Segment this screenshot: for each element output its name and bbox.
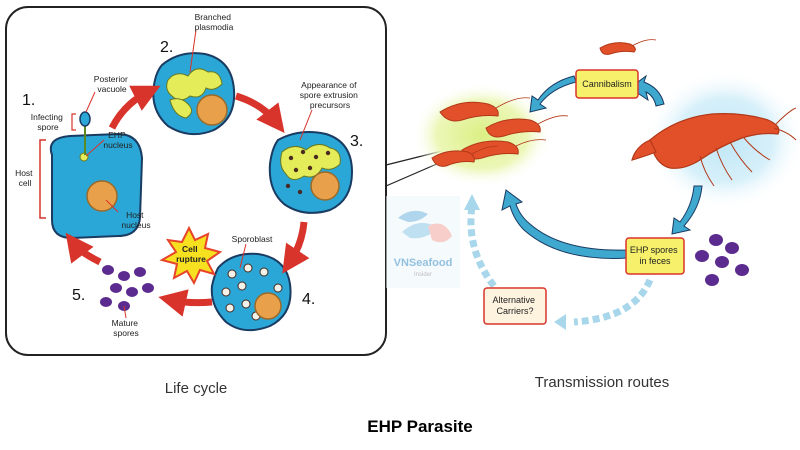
label-host-cell: Host cell: [15, 168, 35, 188]
arrow-2-to-3: [234, 92, 285, 134]
step-3: 3.: [350, 133, 363, 150]
arrow-4-to-5: [158, 289, 213, 317]
dashed-arrows: [467, 205, 654, 326]
arrow-carriers-to-infected: [467, 205, 497, 289]
arrow-5-to-1: [65, 232, 102, 266]
precursor-cell: [268, 131, 354, 214]
arrow-cannibalism-to-infected: [529, 75, 577, 113]
label-cell-rupture: Cell rupture: [176, 244, 206, 264]
adult-shrimp: [631, 107, 797, 187]
spore-bracket: [71, 113, 76, 131]
step-4: 4.: [302, 291, 315, 308]
infected-shrimp-group: [431, 101, 541, 167]
cell-rupture-burst: [159, 225, 223, 286]
cycle-arrows: [65, 85, 310, 317]
label-posterior-vacuole: Posterior vacuole: [94, 74, 130, 94]
arrow-3-to-4: [282, 221, 310, 274]
transmission-caption: Transmission routes: [535, 374, 670, 391]
arrow-1-to-2: [108, 85, 161, 130]
plasmodia-cell: [152, 52, 236, 136]
ehp-spores-feces-box: EHP spores in feces: [625, 237, 685, 275]
life-cycle-caption: Life cycle: [165, 380, 228, 397]
svg-text:VNSeafood: VNSeafood: [394, 257, 453, 269]
label-mature-spores: Mature spores: [112, 318, 141, 338]
label-branched-plasmodia: Branched plasmodia: [195, 12, 234, 32]
step-2: 2.: [160, 39, 173, 56]
label-infecting-spore: Infecting spore: [31, 112, 66, 132]
step-1: 1.: [22, 92, 35, 109]
svg-text:Alternative Carriers?: Alternative Carriers?: [492, 295, 537, 316]
label-ehp-nucleus: EHP nucleus: [103, 130, 132, 150]
sporoblast-cell: [210, 252, 292, 332]
feces-spores: [695, 234, 749, 286]
diagram-title: EHP Parasite: [367, 417, 473, 436]
label-sporoblast: Sporoblast: [232, 234, 273, 244]
svg-text:Insider: Insider: [414, 272, 432, 278]
arrow-adult-to-feces: [671, 185, 703, 235]
host-cell: [49, 132, 144, 240]
infected-shrimp-glow: [412, 83, 552, 187]
cannibal-shrimp: [599, 39, 657, 55]
mature-spores: [100, 265, 154, 311]
label-host-nucleus: Host nucleus: [121, 210, 150, 230]
watermark: VNSeafood Insider: [386, 196, 460, 288]
infecting-spore: [79, 111, 91, 155]
transmission-arrows: [501, 74, 703, 259]
arrow-feces-to-carriers: [573, 278, 654, 326]
host-cell-bracket: [39, 139, 46, 219]
alternative-carriers-box: Alternative Carriers?: [483, 287, 547, 325]
label-spore-extrusion: Appearance of spore extrusion precursors: [300, 80, 361, 110]
svg-text:EHP spores in feces: EHP spores in feces: [630, 245, 680, 266]
step-5: 5.: [72, 287, 85, 304]
arrow-feces-to-infected: [501, 189, 629, 259]
svg-text:Cannibalism: Cannibalism: [582, 79, 632, 89]
cannibalism-box: Cannibalism: [575, 69, 639, 99]
